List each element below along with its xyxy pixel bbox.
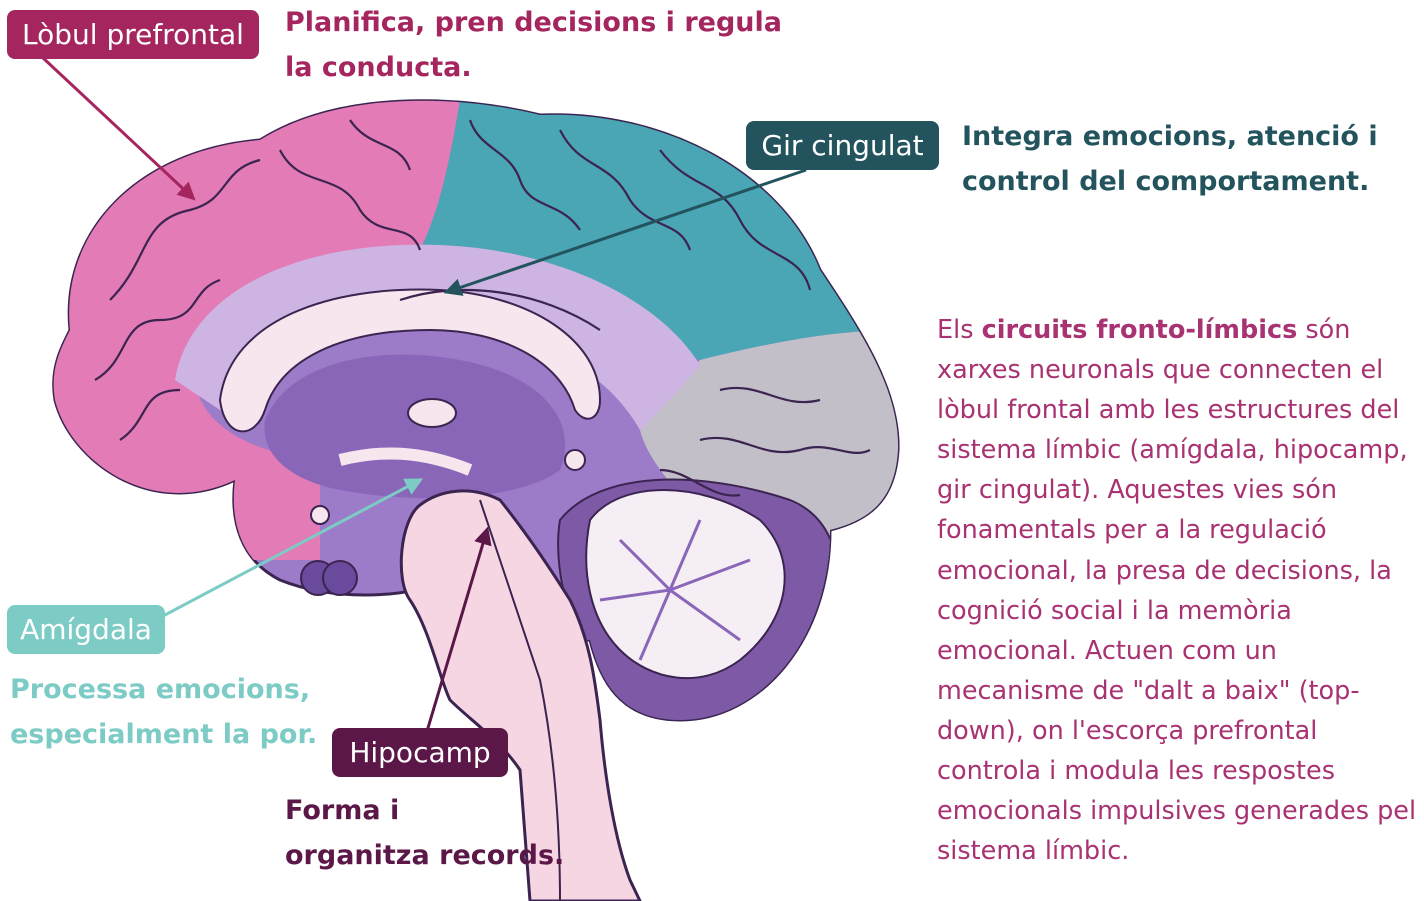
frontal-lobe	[53, 100, 460, 560]
cingulate-desc-line-1: Integra emocions, atenció i	[962, 121, 1378, 152]
prefrontal-desc-line-2: la conducta.	[285, 52, 472, 83]
mammillary-body	[310, 505, 330, 525]
hippocampus-tag: Hipocamp	[332, 728, 508, 777]
hippocampus-desc-line-1: Forma i	[285, 795, 400, 826]
arbor-branches	[599, 519, 751, 661]
amygdala-tag: Amígdala	[7, 605, 165, 654]
cingulate-region	[175, 244, 700, 430]
amygdala-arrow	[162, 478, 424, 618]
paragraph-intro: Els	[937, 315, 982, 345]
paragraph-key-term: circuits fronto-límbics	[981, 315, 1298, 345]
prefrontal-description: Planifica, pren decisions i regula la co…	[285, 0, 782, 90]
amygdala-tag-label: Amígdala	[20, 612, 152, 646]
prefrontal-desc-line-1: Planifica, pren decisions i regula	[285, 7, 782, 38]
brainstem-line	[479, 499, 561, 901]
fornix	[338, 447, 473, 476]
cingulate-desc-line-2: control del comportament.	[962, 166, 1370, 197]
prefrontal-arrow	[40, 55, 196, 201]
prefrontal-tag: Lòbul prefrontal	[7, 10, 259, 59]
pineal-gland	[564, 449, 586, 471]
hippocampus-description: Forma i organitza records.	[285, 788, 564, 878]
amygdala-desc-line-2: especialment la por.	[10, 719, 318, 750]
gyri	[94, 119, 871, 497]
amygdala-desc-line-1: Processa emocions,	[10, 674, 311, 705]
explanation-paragraph: Els circuits fronto-límbics són xarxes n…	[937, 310, 1417, 871]
amygdala-description: Processa emocions, especialment la por.	[10, 667, 317, 757]
paragraph-body: són xarxes neuronals que connecten el lò…	[937, 315, 1417, 867]
ventricle	[407, 398, 457, 428]
corpus-callosum	[218, 288, 602, 433]
cingulate-tag: Gir cingulat	[746, 121, 939, 170]
cingulate-description: Integra emocions, atenció i control del …	[962, 114, 1378, 204]
hippocampus-tag-label: Hipocamp	[349, 735, 491, 769]
hippocampus-arrow	[423, 526, 492, 739]
amygdala-shape	[322, 560, 358, 596]
hippocampus-desc-line-2: organitza records.	[285, 840, 565, 871]
cingulate-arrow	[443, 168, 807, 296]
brainstem	[399, 489, 642, 901]
thalamus-region	[264, 354, 566, 499]
cingulate-tag-label: Gir cingulat	[761, 128, 924, 162]
prefrontal-tag-label: Lòbul prefrontal	[22, 17, 244, 51]
